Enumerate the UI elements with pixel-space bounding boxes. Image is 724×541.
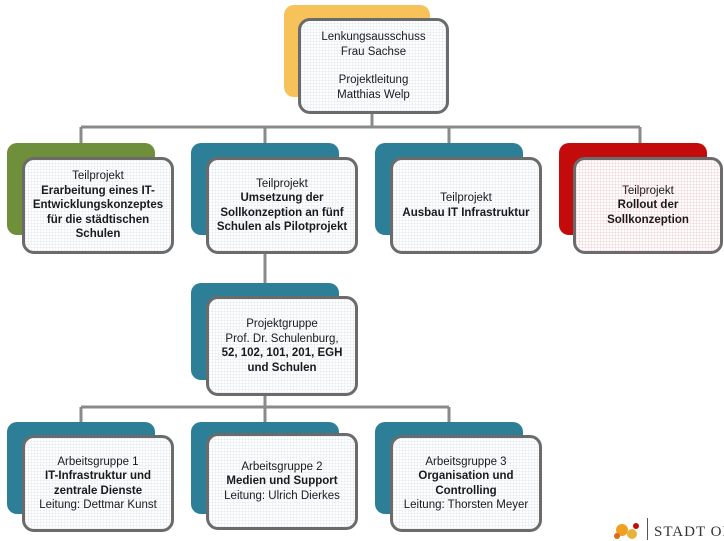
subproject-3-kicker: Teilprojekt (440, 192, 492, 204)
project-group-members: Prof. Dr. Schulenburg, (225, 332, 339, 345)
work-group-3-lead: Leitung: Thorsten Meyer (403, 499, 529, 511)
committee-person: Frau Sachse (340, 45, 407, 58)
work-group-3-topic: Organisation und Controlling (418, 470, 514, 497)
work-group-2-label: Arbeitsgruppe 2 (241, 460, 323, 473)
work-group-1-card: Arbeitsgruppe 1 IT-Infrastruktur und zen… (22, 435, 174, 532)
project-group-label: Projektgruppe (246, 318, 318, 330)
committee-label: Lenkungsausschuss (321, 31, 426, 43)
work-group-1-lead: Leitung: Dettmar Kunst (39, 499, 157, 511)
logo-divider (647, 518, 648, 540)
subproject-1-card: Teilprojekt Erarbeitung eines IT-Entwick… (22, 157, 174, 254)
subproject-4-card: Teilprojekt Rollout der Sollkonzeption (573, 157, 723, 254)
work-group-3-card: Arbeitsgruppe 3 Organisation und Control… (390, 435, 542, 532)
subproject-4-title: Rollout der Sollkonzeption (607, 199, 689, 226)
lead-label: Projektleitung (338, 74, 409, 86)
subproject-2-kicker: Teilprojekt (256, 177, 308, 190)
work-group-2-topic: Medien und Support (226, 475, 338, 488)
work-group-1-label: Arbeitsgruppe 1 (57, 455, 139, 468)
project-group-members-bold: 52, 102, 101, 201, EGH und Schulen (221, 347, 343, 374)
subproject-1-kicker: Teilprojekt (72, 170, 124, 183)
subproject-2-title: Umsetzung der Sollkonzeption an fünf Sch… (216, 192, 348, 233)
subproject-3-title: Ausbau IT Infrastruktur (402, 206, 530, 219)
steering-card: Lenkungsausschuss Frau Sachse Projektlei… (298, 18, 449, 114)
subproject-1-title: Erarbeitung eines IT-Entwicklungskonzept… (32, 184, 164, 241)
work-group-1-topic: IT-Infrastruktur und zentrale Dienste (44, 470, 152, 497)
city-logo-icon (614, 523, 639, 539)
work-group-2-card: Arbeitsgruppe 2 Medien und Support Leitu… (206, 433, 358, 530)
lead-person: Matthias Welp (337, 88, 410, 101)
subproject-4-kicker: Teilprojekt (622, 184, 674, 197)
subproject-2-card: Teilprojekt Umsetzung der Sollkonzeption… (206, 157, 358, 254)
work-group-2-lead: Leitung: Ulrich Dierkes (224, 489, 340, 502)
city-logo-text: STADT OL (654, 524, 724, 540)
subproject-3-card: Teilprojekt Ausbau IT Infrastruktur (390, 157, 542, 254)
work-group-3-label: Arbeitsgruppe 3 (425, 455, 507, 468)
project-group-card: Projektgruppe Prof. Dr. Schulenburg, 52,… (206, 296, 358, 396)
